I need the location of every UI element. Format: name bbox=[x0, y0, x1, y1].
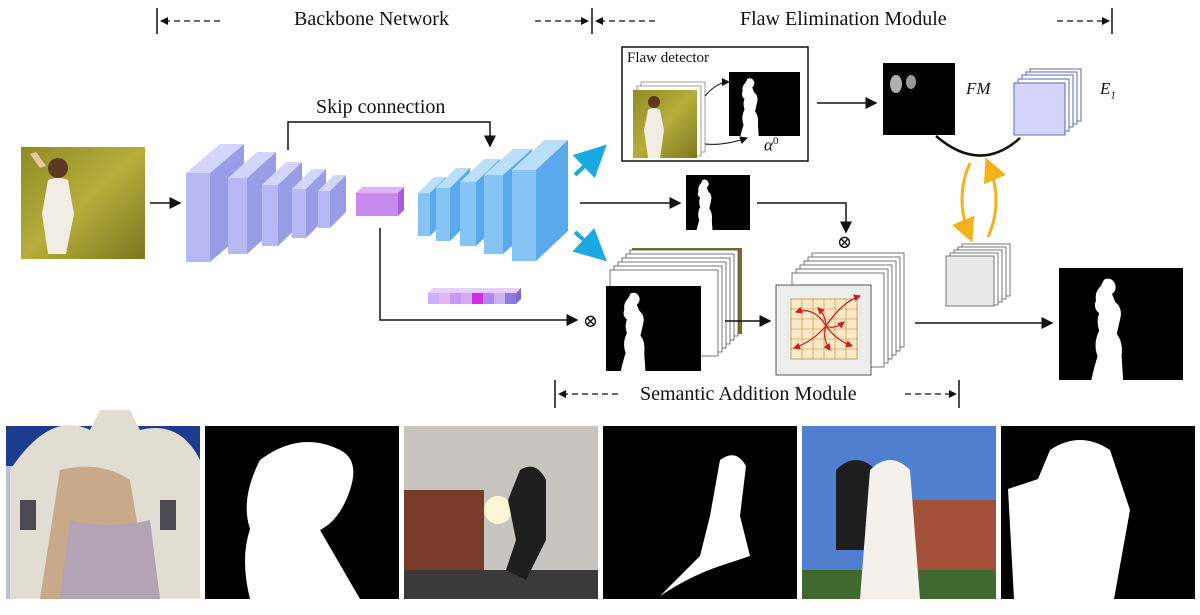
flaw-elimination-title: Flaw Elimination Module bbox=[740, 8, 947, 30]
semantic-addition-header bbox=[554, 380, 960, 408]
cyan-arrow-up bbox=[572, 144, 607, 179]
e1-feature-stack bbox=[1013, 68, 1082, 136]
backbone-network-title: Backbone Network bbox=[294, 8, 449, 30]
backbone-header bbox=[156, 8, 593, 34]
alpha0-label: α0 bbox=[764, 135, 779, 155]
example-matte-3 bbox=[1001, 426, 1195, 599]
flaw-detector-label: Flaw detector bbox=[627, 50, 710, 66]
semantic-vector bbox=[428, 288, 521, 304]
decoder-blocks bbox=[418, 140, 568, 261]
bottleneck-to-sam-arrow bbox=[379, 228, 579, 326]
orange-arrow-down bbox=[951, 162, 975, 243]
sam-input-stack bbox=[606, 248, 742, 372]
multiply-left-symbol: ⊗ bbox=[583, 311, 599, 331]
flaw-map bbox=[883, 63, 955, 135]
orange-arrow-up bbox=[983, 157, 1007, 238]
multiply-top-symbol: ⊗ bbox=[837, 232, 853, 252]
example-photo-3 bbox=[802, 426, 996, 599]
example-matte-2 bbox=[603, 426, 797, 599]
refined-feature-stack bbox=[945, 243, 1011, 307]
example-matte-1 bbox=[205, 426, 399, 599]
semantic-addition-title: Semantic Addition Module bbox=[640, 383, 857, 405]
cyan-arrow-down bbox=[572, 227, 607, 262]
output-alpha-matte bbox=[1059, 268, 1183, 381]
example-photo-1 bbox=[6, 410, 200, 599]
decoder-block-5 bbox=[512, 140, 568, 261]
flaw-elimination-header bbox=[595, 8, 1113, 34]
fm-e1-bracket bbox=[935, 135, 1021, 157]
mask-to-multiply-arrow bbox=[757, 202, 852, 234]
skip-connection-arrow bbox=[287, 121, 496, 150]
e1-label: E1 bbox=[1100, 79, 1116, 102]
attention-grid-stack bbox=[775, 252, 905, 376]
input-image bbox=[21, 147, 145, 259]
skip-connection-label: Skip connection bbox=[316, 96, 446, 118]
encoder-blocks bbox=[186, 144, 346, 262]
bottleneck-block bbox=[356, 187, 404, 216]
flaw-detector-box bbox=[621, 46, 809, 162]
encoder-block-5 bbox=[318, 175, 346, 228]
coarse-alpha-mask bbox=[686, 175, 750, 233]
fm-label: FM bbox=[966, 79, 991, 98]
example-photo-2 bbox=[404, 426, 598, 599]
